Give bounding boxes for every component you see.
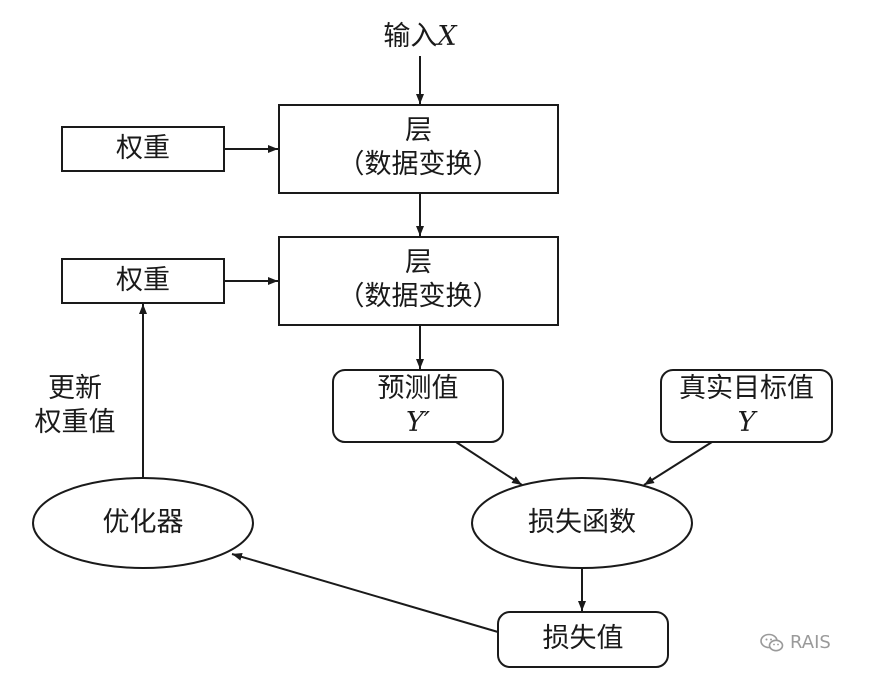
target-text: 真实目标值: [679, 373, 814, 404]
layer1-label: 层 （数据变换）: [279, 114, 558, 182]
target-box: [660, 369, 833, 443]
layer2-box: [278, 236, 559, 326]
update-line2: 权重值: [34, 407, 116, 438]
update-label: 更新 权重值: [20, 372, 130, 440]
optimizer-label: 优化器: [102, 507, 184, 538]
prediction-label: 预测值 Y′: [333, 372, 503, 440]
arrow-target-to-loss: [643, 441, 713, 486]
target-label: 真实目标值 Y: [661, 372, 832, 440]
layer2-title: 层: [405, 247, 432, 278]
layer1-subtitle: （数据变换）: [337, 149, 500, 180]
wechat-icon: [760, 633, 784, 651]
layer2-subtitle: （数据变换）: [337, 281, 500, 312]
arrow-lossvalue-to-optimizer: [231, 552, 499, 633]
loss-value-label: 损失值: [542, 623, 624, 654]
input-label: 输入X: [383, 21, 457, 52]
prediction-box: [332, 369, 504, 443]
weights2-label: 权重: [116, 265, 170, 296]
update-line1: 更新: [48, 373, 102, 404]
prediction-text: 预测值: [377, 373, 459, 404]
watermark: RAIS: [760, 632, 831, 653]
arrow-prediction-to-loss: [455, 441, 523, 486]
prediction-var: Y′: [406, 407, 430, 438]
layer1-title: 层: [405, 115, 432, 146]
layer2-label: 层 （数据变换）: [279, 246, 558, 314]
loss-value-box: [497, 611, 669, 668]
target-var: Y: [737, 407, 756, 438]
layer1-box: [278, 104, 559, 194]
weights1-label: 权重: [116, 133, 170, 164]
watermark-text: RAIS: [790, 632, 831, 653]
loss-function-label: 损失函数: [528, 507, 636, 538]
